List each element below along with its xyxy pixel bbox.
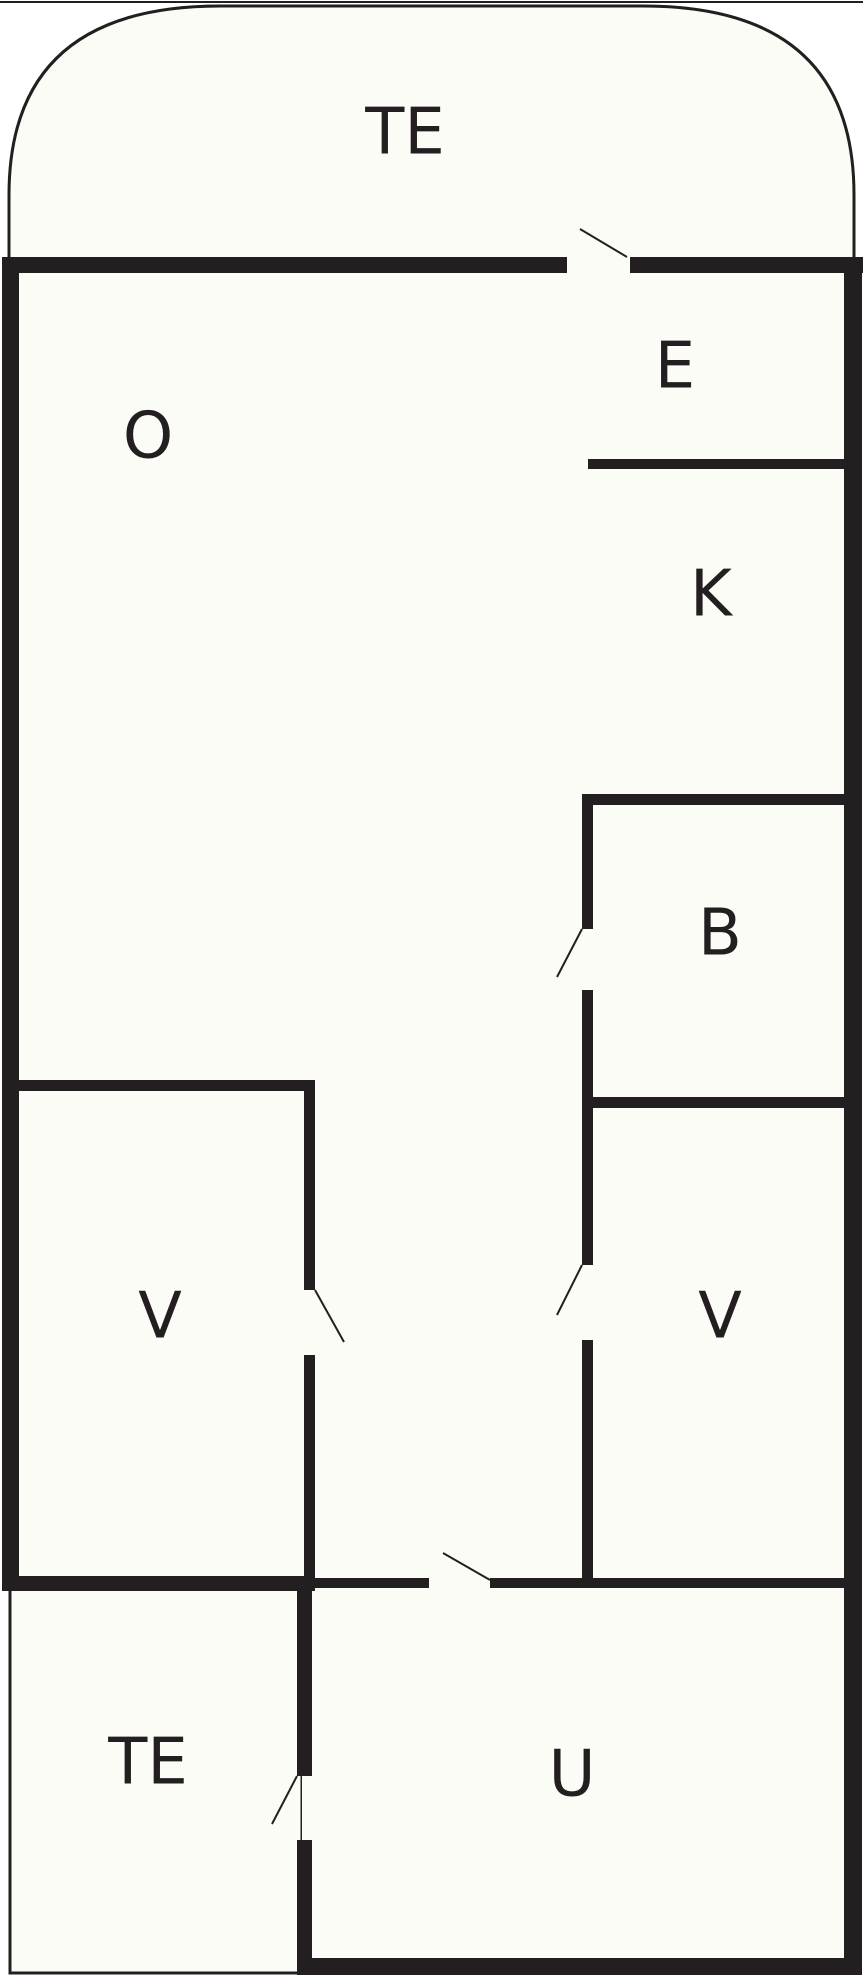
interior-walls bbox=[10, 459, 846, 1591]
door-swing-bedroom-right bbox=[556, 1264, 583, 1316]
exterior-walls bbox=[2, 257, 863, 1975]
door-swing-terrace-bottom bbox=[271, 1775, 298, 1825]
room-label-kitchen: K bbox=[690, 558, 734, 632]
room-label-bedroom-right: V bbox=[698, 1280, 742, 1354]
room-label-entrance: E bbox=[655, 330, 695, 404]
room-label-utility: U bbox=[549, 1738, 596, 1812]
interior-floor bbox=[10, 260, 853, 1972]
door-swing-bedroom-left bbox=[314, 1289, 345, 1343]
terrace-top-area[interactable] bbox=[7, 4, 856, 264]
door-swing-utility bbox=[442, 1552, 491, 1581]
room-label-terrace-bottom: TE bbox=[107, 1726, 188, 1800]
room-label-bathroom: B bbox=[698, 897, 742, 971]
room-label-terrace-top: TE bbox=[364, 96, 445, 170]
room-label-bedroom-left: V bbox=[138, 1280, 182, 1354]
door-swings bbox=[271, 228, 628, 1825]
door-swing-entrance bbox=[579, 228, 628, 258]
door-swing-bathroom bbox=[556, 928, 583, 978]
room-label-living-room: O bbox=[123, 400, 173, 474]
